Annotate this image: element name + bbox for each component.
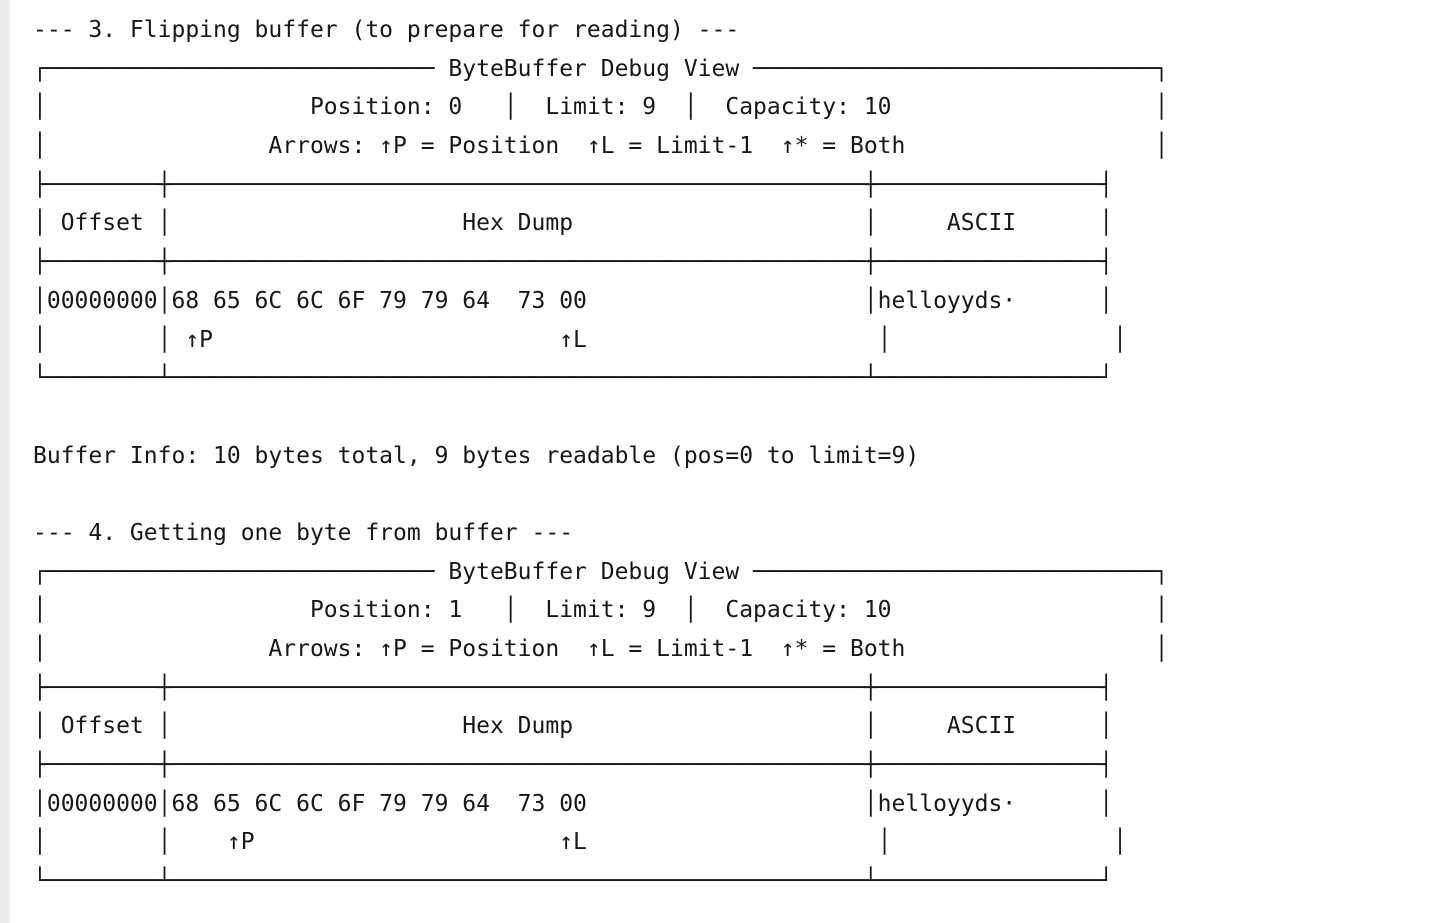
- buffer-info-line: Buffer Info: 10 bytes total, 9 bytes rea…: [33, 442, 920, 469]
- blank-line: [33, 398, 1168, 437]
- box1-hex-dump-row: │00000000│68 65 6C 6C 6F 79 79 64 73 00 …: [33, 287, 1114, 314]
- box1-table-bottom-border: └────────┴──────────────────────────────…: [33, 365, 1114, 392]
- box1-table-header-row: │ Offset │ Hex Dump │ ASCII │: [33, 210, 1114, 237]
- section-4-heading: --- 4. Getting one byte from buffer ---: [33, 519, 574, 546]
- box2-top-border: ┌──────────────────────────── ByteBuffer…: [33, 558, 1169, 585]
- console-text: --- 3. Flipping buffer (to prepare for r…: [33, 11, 1168, 901]
- box2-table-header-separator: ├────────┼──────────────────────────────…: [33, 752, 1114, 779]
- box2-buffer-state-line: │ Position: 1 │ Limit: 9 │ Capacity: 10 …: [33, 597, 1169, 624]
- left-gutter: [0, 0, 10, 923]
- box1-arrow-pointer-row: │ │ ↑P ↑L │ │: [33, 326, 1127, 353]
- box2-hex-dump-row: │00000000│68 65 6C 6C 6F 79 79 64 73 00 …: [33, 790, 1114, 817]
- box2-arrow-pointer-row: │ │ ↑P ↑L │ │: [33, 829, 1127, 856]
- box1-table-header-separator: ├────────┼──────────────────────────────…: [33, 249, 1114, 276]
- box2-table-header-row: │ Offset │ Hex Dump │ ASCII │: [33, 713, 1114, 740]
- box1-table-border-top: ├────────┼──────────────────────────────…: [33, 171, 1114, 198]
- blank-line: [33, 475, 1168, 514]
- box2-table-bottom-border: └────────┴──────────────────────────────…: [33, 868, 1114, 895]
- box1-buffer-state-line: │ Position: 0 │ Limit: 9 │ Capacity: 10 …: [33, 94, 1169, 121]
- box1-top-border: ┌──────────────────────────── ByteBuffer…: [33, 55, 1169, 82]
- box2-arrows-legend-line: │ Arrows: ↑P = Position ↑L = Limit-1 ↑* …: [33, 636, 1169, 662]
- box2-table-border-top: ├────────┼──────────────────────────────…: [33, 674, 1114, 701]
- box1-arrows-legend-line: │ Arrows: ↑P = Position ↑L = Limit-1 ↑* …: [33, 133, 1169, 160]
- section-3-heading: --- 3. Flipping buffer (to prepare for r…: [33, 17, 740, 43]
